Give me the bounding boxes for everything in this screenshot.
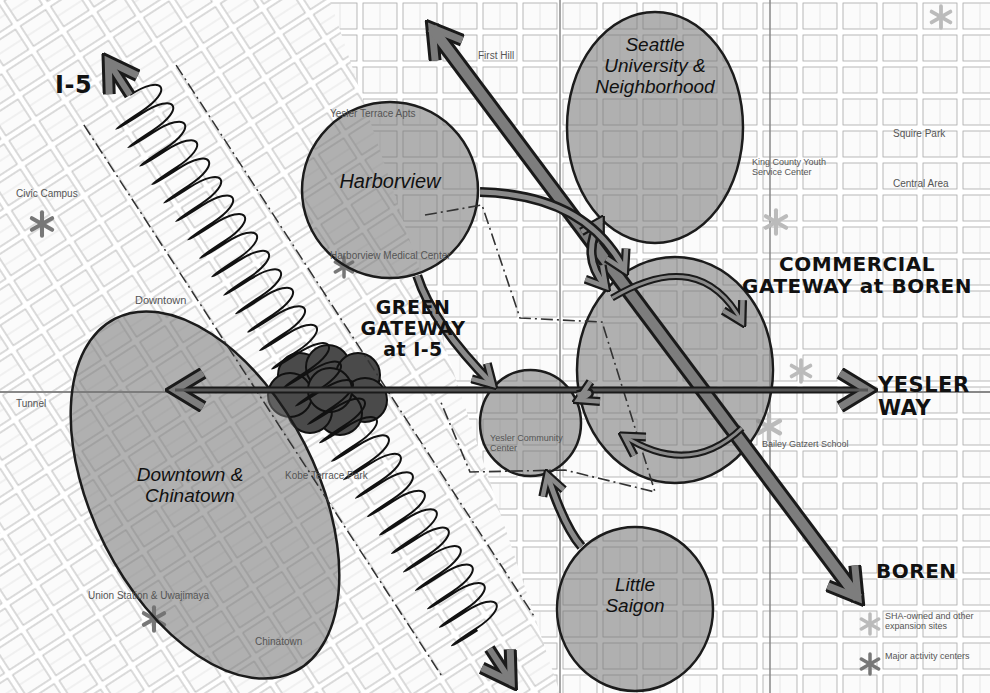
boren-arrow: [432, 28, 858, 598]
arrow-outline: [480, 192, 625, 270]
map-label: King County Youth Service Center: [752, 158, 852, 178]
map-label: Downtown: [135, 294, 215, 306]
map-label: Union Station & Uwajimaya: [88, 590, 248, 601]
street-callout: BOREN: [876, 560, 981, 582]
community-center-circle: Yesler Community Center: [478, 368, 583, 478]
map-label: Kobe Terrace Park: [285, 470, 395, 481]
arrow-fill: [591, 221, 605, 287]
arrow-outline: [591, 221, 605, 287]
node-label: GREEN GATEWAY at I-5: [348, 297, 478, 360]
node-label: Seattle University & Neighborhood: [590, 35, 720, 98]
legend-text: Major activity centers: [885, 652, 981, 662]
connector-arrow: [480, 192, 625, 270]
node-label: Yesler Community Center: [490, 434, 570, 454]
map-label: Bailey Gatzert School: [762, 440, 852, 450]
legend-text: SHA-owned and other expansion sites: [885, 612, 981, 632]
connector-arrow: [547, 475, 581, 546]
neighborhood-circle: Seattle University & Neighborhood: [565, 10, 745, 245]
community-center-circle-outline: [478, 368, 583, 478]
i5-corridor: [62, 31, 557, 693]
connector-arrow: [577, 393, 589, 400]
map-label: First Hill: [478, 50, 548, 61]
legend-item: SHA-owned and other expansion sites: [858, 612, 981, 636]
node-label: Downtown & Chinatown: [125, 465, 255, 507]
map-label: Chinatown: [255, 636, 335, 647]
site-boundary: [425, 205, 655, 492]
circulation-swirl: [612, 276, 742, 455]
street-callout: I-5: [55, 72, 115, 98]
legend-asterisk: [858, 612, 882, 636]
node-label: Little Saigon: [590, 575, 680, 617]
street-callout: YESLER WAY: [878, 374, 983, 420]
connector-arrow: [591, 221, 605, 287]
map-label: Civic Campus: [16, 188, 106, 199]
legend-item: Major activity centers: [858, 652, 981, 676]
arrow-fill: [577, 393, 589, 400]
neighborhood-ellipse: Downtown & Chinatown: [55, 300, 355, 690]
arrow-outline: [577, 393, 589, 400]
gateway-circle: COMMERCIAL GATEWAY at BOREN: [575, 255, 775, 485]
map-label: Central Area: [893, 178, 983, 189]
map-label: Tunnel: [16, 398, 76, 409]
arrow-outline: [417, 276, 493, 385]
node-label: COMMERCIAL GATEWAY at BOREN: [737, 253, 977, 297]
connector-arrow: [417, 276, 493, 385]
node-label: Harborview: [330, 170, 450, 192]
neighborhood-circle: Little Saigon: [555, 525, 715, 693]
arrow-fill: [547, 475, 581, 546]
arrow-fill: [480, 192, 625, 270]
yesler-way-arrow: [175, 390, 868, 391]
legend-asterisk: [858, 652, 882, 676]
arrow-fill: [417, 276, 493, 385]
map-label: Squire Park: [893, 128, 983, 139]
map-label: Harborview Medical Center: [330, 250, 480, 261]
arrow-outline: [547, 475, 581, 546]
map-label: Yesler Terrace Apts: [330, 108, 460, 119]
